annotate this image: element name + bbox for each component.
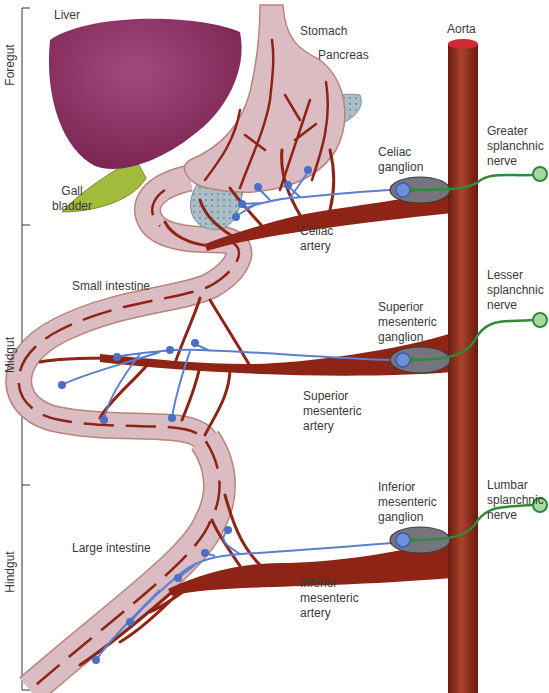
part-label: Aorta — [447, 22, 476, 37]
region-label: Foregut — [3, 44, 18, 85]
nerve-ending — [224, 526, 232, 534]
part-label: Lesser splanchnic nerve — [487, 268, 549, 313]
nerve-ending — [100, 416, 108, 424]
liver-shape — [49, 19, 242, 169]
nerve-ending — [191, 339, 199, 347]
ganglion-outline — [378, 525, 462, 555]
part-label: Superior mesenteric artery — [303, 389, 369, 434]
nerve-endings — [58, 166, 312, 664]
ganglion-shape — [390, 527, 450, 553]
part-label: Stomach — [300, 24, 347, 39]
neuron-cell-body — [533, 167, 547, 181]
nerve-ending — [238, 200, 246, 208]
ganglion-outline — [378, 345, 462, 375]
part-label: Inferior mesenteric artery — [300, 576, 366, 621]
nerve-ending — [284, 181, 292, 189]
ganglion-node: Superior mesenteric ganglion — [378, 300, 462, 375]
ganglion-label: Celiac ganglion — [378, 145, 444, 175]
part-label: Celiac artery — [300, 224, 350, 254]
part-label: Liver — [54, 8, 80, 23]
nerve-ending — [174, 574, 182, 582]
ganglion-label: Superior mesenteric ganglion — [378, 300, 444, 345]
nerve-ending — [232, 213, 240, 221]
part-label: Large intestine — [72, 541, 151, 556]
ganglion-node: Celiac ganglion — [378, 145, 462, 205]
ganglion-shape — [390, 347, 450, 373]
region-label: Hindgut — [3, 551, 18, 592]
nerve-ending — [113, 353, 121, 361]
region-label: Midgut — [3, 337, 18, 373]
large-intestine — [30, 440, 220, 690]
nerve-ending — [201, 549, 209, 557]
aorta-vessel — [448, 44, 478, 693]
large-intestine-wall — [30, 440, 220, 690]
ganglion-shape — [390, 177, 450, 203]
inferior-mesenteric-branches — [80, 495, 260, 665]
part-label: Small intestine — [72, 279, 150, 294]
part-label: Lumbar splanchnic nerve — [487, 478, 549, 523]
ganglion-outline — [378, 175, 462, 205]
part-label: Greater splanchnic nerve — [487, 124, 549, 169]
part-label: Pancreas — [318, 48, 369, 63]
celiac-nerves — [236, 172, 392, 216]
nerve-ending — [92, 656, 100, 664]
nerve-ending — [254, 183, 262, 191]
aorta-opening — [448, 39, 478, 49]
superior-mesenteric-branches — [40, 298, 250, 435]
nerve-ending — [304, 166, 312, 174]
ganglion-label: Inferior mesenteric ganglion — [378, 480, 444, 525]
nerve-ending — [126, 618, 134, 626]
stomach-vessels — [205, 40, 328, 190]
part-label: Gall bladder — [46, 184, 98, 214]
intestine-vessels — [19, 190, 239, 690]
ganglion-node: Inferior mesenteric ganglion — [378, 480, 462, 555]
nerve-ending — [168, 414, 176, 422]
nerve-ending — [166, 346, 174, 354]
nerve-ending — [58, 381, 66, 389]
neuron-cell-bodies — [533, 167, 547, 512]
neuron-cell-body — [533, 313, 547, 327]
